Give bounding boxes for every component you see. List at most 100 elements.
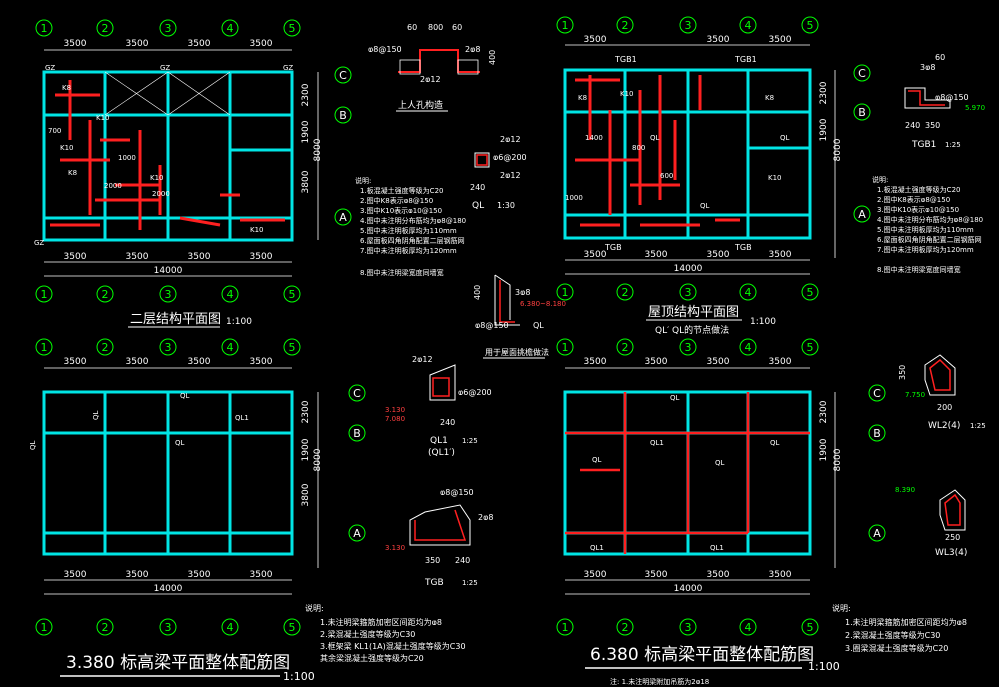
level-text: 7.750 <box>905 391 925 399</box>
dim-text: 3500 <box>250 39 273 49</box>
dim-text: 250 <box>945 533 960 542</box>
slab-tag: K8 <box>68 169 77 177</box>
detail-title: (QL1′) <box>428 448 455 458</box>
column-tag: GZ <box>34 239 44 247</box>
axis-label: 2 <box>622 341 629 354</box>
rebar-text: ⱷ6@200 <box>493 153 527 162</box>
dim-text: 3500 <box>250 570 273 580</box>
dim-text: 3500 <box>645 357 668 367</box>
axis-label: 3 <box>165 621 172 634</box>
axis-label: C <box>353 387 361 400</box>
dim-text: 3500 <box>769 357 792 367</box>
slab-tag: K10 <box>620 90 634 98</box>
dim-text: 240 <box>440 418 455 427</box>
dim-text: 350 <box>925 121 940 130</box>
beam-tag: QL1 <box>590 544 604 552</box>
dim-text: 3500 <box>126 252 149 262</box>
note-line: 8.图中未注明梁宽度同墙宽 <box>360 268 444 277</box>
axis-label: A <box>353 527 361 540</box>
beam-tag: QL <box>770 439 780 447</box>
dim-text: 3500 <box>584 250 607 260</box>
scale-text: 1:100 <box>283 670 315 683</box>
notes-head: 说明: <box>305 603 324 613</box>
axis-label: A <box>873 527 881 540</box>
plan1-axis-top: 1 2 3 4 5 3500 3500 3500 3500 <box>35 19 301 51</box>
axis-label: 4 <box>745 19 752 32</box>
detail-title: 上人孔构造 <box>398 99 443 111</box>
note-line: 2.梁混凝土强度等级为C30 <box>320 629 415 639</box>
slab-tag: 2000 <box>104 182 122 190</box>
beam-tag: TGB1 <box>734 55 757 64</box>
dim-text: 3500 <box>584 570 607 580</box>
note-line: 5.图中未注明板厚均为110mm <box>360 226 457 235</box>
beam-tag: TGB <box>604 243 622 252</box>
beam-tag: QL <box>180 392 190 400</box>
detail-roof-edge: 3ⱷ8 6.380~8.180 ⱷ8@150 QL 400 用于屋面挑檐做法 <box>473 274 566 359</box>
axis-label: 5 <box>807 341 814 354</box>
rebar-text: 2ⱷ12 <box>420 75 441 84</box>
dim-text: 3500 <box>707 357 730 367</box>
axis-label: 3 <box>685 286 692 299</box>
detail-title: WL2(4) <box>928 421 960 431</box>
plan-subtitle: QL′ QL的节点做法 <box>655 324 729 336</box>
dim-text: 3500 <box>584 357 607 367</box>
axis-label: 2 <box>622 286 629 299</box>
scale-text: 1:30 <box>497 201 515 210</box>
dim-text: 3500 <box>188 252 211 262</box>
note-line: 4.图中未注明分布筋均为ⱷ8@180 <box>877 215 983 224</box>
dim-text: 3500 <box>126 357 149 367</box>
dim-text: 3500 <box>64 252 87 262</box>
axis-label: A <box>858 208 866 221</box>
axis-label: 5 <box>807 286 814 299</box>
dim-text: 14000 <box>674 264 703 274</box>
slab-tag: K8 <box>578 94 587 102</box>
rebar-text: ⱷ8@150 <box>935 93 969 102</box>
dim-text: 3500 <box>707 35 730 45</box>
note-line: 其余梁混凝土强度等级为C20 <box>320 653 424 663</box>
axis-label: A <box>339 211 347 224</box>
column-tag: GZ <box>160 64 170 72</box>
level-text: 6.380~8.180 <box>520 300 566 308</box>
dim-text: 60 <box>407 23 417 32</box>
detail-ql-section: 2ⱷ12 ⱷ6@200 2ⱷ12 240 QL 1:30 <box>470 135 527 211</box>
notes-3380: 说明: 1.未注明梁箍筋加密区间距均为ⱷ8 2.梁混凝土强度等级为C30 3.框… <box>305 603 466 663</box>
plan-title: 二层结构平面图 <box>130 312 221 327</box>
dim-text: 8000 <box>833 138 843 161</box>
dim-text: 400 <box>488 50 497 65</box>
beam-tag: QL <box>650 134 660 142</box>
axis-label: C <box>339 69 347 82</box>
slab-tag: 600 <box>660 172 673 180</box>
level-text: 3.130 <box>385 544 405 552</box>
beam-tag: QL <box>700 202 710 210</box>
slab-tag: K8 <box>765 94 774 102</box>
dim-text: 2300 <box>301 400 311 423</box>
plan-title: 3.380 标高梁平面整体配筋图 <box>66 653 290 673</box>
scale-text: 1:25 <box>462 579 478 587</box>
detail-tgb: ⱷ8@150 2ⱷ8 3.130 350 240 TGB 1:25 <box>385 488 493 588</box>
axis-label: 1 <box>41 621 48 634</box>
axis-label: 4 <box>745 341 752 354</box>
slab-tag: K10 <box>150 174 164 182</box>
beam-tag: QL <box>715 459 725 467</box>
axis-label: 1 <box>41 341 48 354</box>
slab-tag: 1000 <box>118 154 136 162</box>
axis-label: 4 <box>227 341 234 354</box>
plan1-bottom-dims: 3500 3500 3500 3500 14000 1 2 3 4 5 <box>35 252 301 303</box>
plan-3380-beams: 1 2 3 4 5 3500 3500 3500 3500 QL QL QL Q… <box>29 338 366 683</box>
axis-label: B <box>858 106 866 119</box>
slab-tag: 1400 <box>585 134 603 142</box>
dim-text: 3500 <box>64 570 87 580</box>
slab-tag: K10 <box>60 144 74 152</box>
dim-text: 14000 <box>154 584 183 594</box>
dim-text: 1900 <box>301 438 311 461</box>
axis-label: 4 <box>227 288 234 301</box>
dim-text: 240 <box>470 183 485 192</box>
beam-tag: TGB1 <box>614 55 637 64</box>
dim-text: 1900 <box>819 438 829 461</box>
scale-text: 1:100 <box>750 317 776 327</box>
plan-title: 6.380 标高梁平面整体配筋图 <box>590 645 814 665</box>
detail-title: WL3(4) <box>935 548 967 558</box>
rebar-text: ⱷ8@150 <box>475 321 509 330</box>
beam-tag: QL <box>592 456 602 464</box>
